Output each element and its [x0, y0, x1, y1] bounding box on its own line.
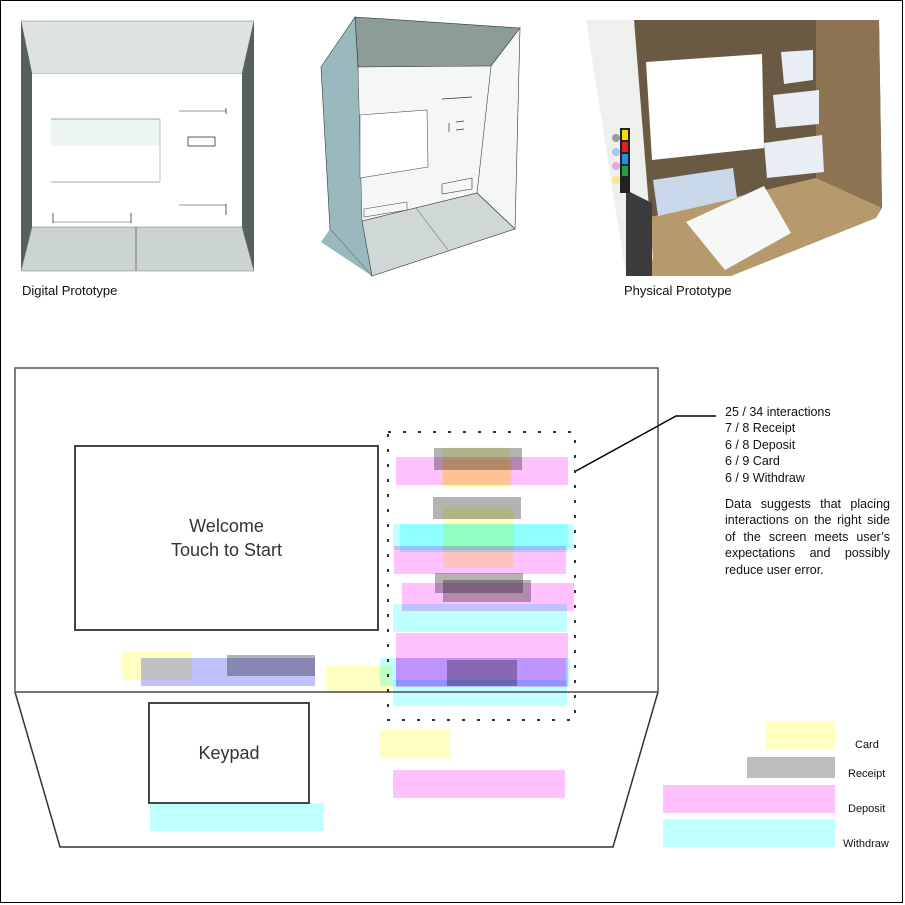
stat-card: 6 / 9 Card	[725, 454, 780, 469]
conclusion-text: Data suggests that placing interactions …	[725, 497, 890, 577]
physical-prototype-photo-drawing	[586, 18, 886, 276]
digital-prototype-3d	[315, 12, 525, 284]
stat-withdraw: 6 / 9 Withdraw	[725, 470, 805, 485]
stat-receipt: 7 / 8 Receipt	[725, 421, 796, 436]
legend-swatch-deposit	[663, 785, 835, 813]
legend-label-card: Card	[855, 739, 879, 751]
overlay-deposit	[393, 770, 565, 798]
stat-total: 25 / 34 interactions	[725, 405, 831, 419]
digital-prototype-3d-drawing	[320, 16, 521, 277]
legend-swatch-withdraw	[663, 819, 835, 847]
digital-prototype-caption: Digital Prototype	[22, 283, 118, 298]
overlay-receipt	[227, 655, 315, 676]
physical-prototype-caption: Physical Prototype	[624, 283, 732, 298]
keypad-label: Keypad	[198, 743, 260, 763]
overlay-deposit	[394, 546, 566, 574]
keypad-area: Keypad	[148, 702, 310, 804]
screen-area: Welcome Touch to Start	[74, 445, 379, 631]
legend-swatch-receipt	[747, 757, 835, 778]
overlay-card	[442, 460, 512, 486]
overlay-withdraw	[393, 604, 567, 632]
overlay-withdraw	[393, 680, 567, 706]
overlay-card	[326, 665, 392, 693]
legend-label-deposit: Deposit	[848, 803, 886, 815]
overlay-withdraw	[150, 803, 324, 831]
overlay-card	[380, 730, 450, 758]
legend-label-withdraw: Withdraw	[843, 838, 889, 850]
screen-touch-to-start-text: Touch to Start	[170, 540, 283, 560]
stat-deposit: 6 / 8 Deposit	[725, 437, 796, 452]
legend-swatch-card	[766, 721, 835, 749]
screen-welcome-text: Welcome	[189, 516, 264, 536]
results-annotation: 25 / 34 interactions 7 / 8 Receipt 6 / 8…	[725, 404, 890, 578]
legend-label-receipt: Receipt	[848, 768, 886, 780]
physical-prototype-photo	[586, 18, 886, 276]
